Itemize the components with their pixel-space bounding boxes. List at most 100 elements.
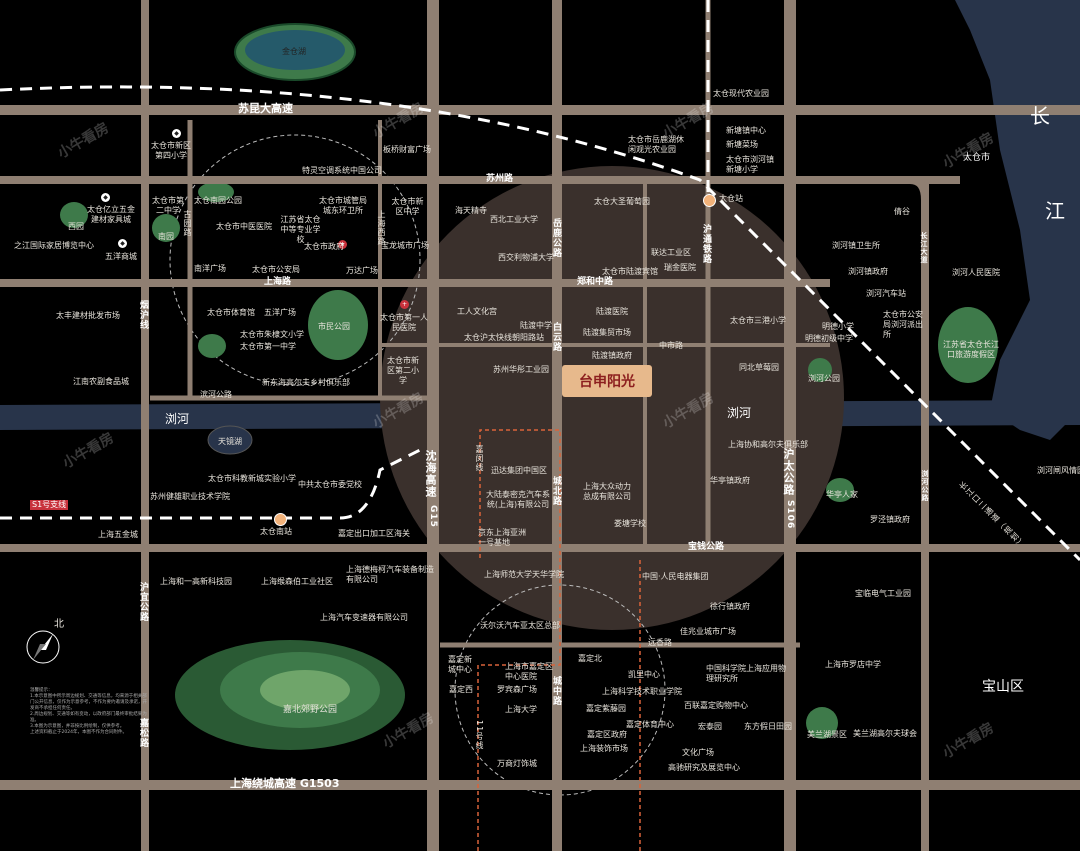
jiasong-rd-label: 嘉松路 [138,718,148,748]
xuxing-label: 徐行镇政府 [710,602,750,611]
jiabei-park-inner [260,670,350,710]
louyang-label: 娄塘学校 [614,519,646,528]
liuhe-river-label-east: 浏河 [727,406,752,420]
baiyun-rd-label: 白云路 [551,322,561,352]
yanhu-rd-label: 烟沪线 [138,300,148,330]
liuhe-park [808,358,832,382]
shifan-label: 上海师范大学天华学院 [484,570,564,579]
guyuan-rd-label: 古园路 [183,210,192,237]
telin-label: 特灵空调系统中国公司 [302,166,382,175]
xian-label: 太仓市岳鹿湖休闲观光农业园 [628,135,684,154]
compass-icon [26,630,60,664]
ludu-gov-label: 陆渡镇政府 [592,351,632,360]
wanshang-label: 万商灯饰城 [497,759,537,768]
dalian-label: 大陆泰密克汽车系统(上海)有限公司 [486,490,550,509]
liuhe-river-label-west: 浏河 [165,412,190,426]
dongfang-label: 东方假日田园 [744,722,792,731]
liuhe-hr-label: 浏河镇卫生所 [832,241,880,250]
jiading-gov-label: 嘉定区政府 [587,730,627,739]
shanghai-univ-label: 上海大学 [505,705,537,714]
changjiang-label-1: 长 [1030,104,1050,128]
luodian-label: 上海市罗店中学 [825,660,881,669]
mingde-label: 明德小学 [822,322,854,331]
xiyuan-park [60,202,88,228]
xintang-center-label: 新塘镇中心 [726,126,766,135]
huatuo-label: 苏州华彤工业园 [493,365,549,374]
binhe-rd-label: 滨河公路 [200,390,232,399]
taicang-district-label: 太仓市 [963,153,991,163]
shanghai-west-rd-label: 上海西路 [377,210,386,246]
jiaoyu-label: 太仓市科教新城实验小学 [208,474,296,483]
police-label: 太仓市公安局 [252,265,300,274]
taicang-gov-label: 太仓市政府 [304,242,344,251]
gaochi-label: 高驰研究及展览中心 [668,763,740,772]
ludu-hospital-label: 陆渡医院 [596,307,628,316]
project-name: 台申阳光 [579,374,635,390]
luobin-label: 罗宾森广场 [497,685,537,694]
tianjing-lake-label: 天镜湖 [218,437,242,446]
jiading-sports-label: 嘉定体育中心 [626,720,674,729]
g15-label: G15 [428,505,438,528]
jiading-line-label: 嘉闵线 [475,445,484,472]
ludu-market-label: 陆渡集贸市场 [583,328,631,337]
luojing-label: 罗泾镇政府 [870,515,910,524]
shanghai-yisen-label: 上海缑森伯工业社区 [261,577,333,586]
legend-notes: 温馨提示： 1.本示意图中所示周边规划、交通等信息，均来源于相关部门公开信息，仅… [30,688,147,735]
third-school-label: 太仓市三港小学 [730,316,786,325]
jiangnan-park-label: 江苏省太仓长江口旅游度假区 [943,340,999,359]
zhijiang-label: 之江国际家居博览中心 [14,241,94,250]
small-park [198,334,226,358]
xijiao-label: 西交利物浦大学 [498,253,554,262]
metro-lines [477,429,641,851]
jingdong-label: 京东上海亚洲一号基地 [478,528,526,547]
meilan-lake-label: 美兰湖景区 [807,730,847,739]
gongren-label: 工人文化宫 [457,307,497,316]
lianda-label: 联达工业区 [651,248,691,257]
jiangnan-park [938,307,998,383]
taicang-south-station-icon [274,513,287,526]
zhonggong-label: 中共太仓市委党校 [298,480,362,489]
lianjiang-rd-label: 远香路 [648,638,672,647]
wuyang-plaza-label: 五洋广场 [264,308,296,317]
taicang-station-icon [703,194,716,207]
meilan-golf-label: 美兰湖高尔夫球会 [853,729,917,738]
shimin-park [308,290,368,360]
jincang-lake-label: 金仓湖 [282,47,306,56]
liuhe-gov-label: 浏河镇政府 [848,267,888,276]
jiading-hospital-label: 上海市嘉定区中心医院 [505,662,553,681]
shanghai-dema-label: 上海德梅柯汽车装备制造有限公司 [346,565,434,584]
taicang-south-station-label: 太仓南站 [260,527,292,536]
luyuan-label: 太仓市陆渡宾馆 [602,267,658,276]
haitian-label: 海天精寺 [455,206,487,215]
shimin-park-label: 市民公园 [318,322,350,331]
zhongshi-rd-label: 中市路 [659,341,683,350]
jiading-center-label: 嘉定新城中心 [448,655,472,674]
zhijiang-icon: ◆ [118,239,127,248]
xiyuan-label: 西园 [68,222,84,231]
jiabei-park-label: 嘉北郊野公园 [283,705,338,715]
liuhe-bus-label: 浏河汽车站 [866,289,906,298]
jincang-lake-water [245,30,345,70]
nanyuan-label: 南园 [158,232,174,241]
railways [0,0,1080,562]
shanghai-rd-label: 上海路 [264,277,292,287]
project-marker[interactable]: 台申阳光 [562,365,652,397]
volvo-label: 沃尔沃汽车亚太区总部 [480,621,560,630]
sukun-highway-label: 苏昆大高速 [238,102,293,115]
shenhai-highway-label: 沈海高速 [424,450,437,498]
taicang-nanyuan-park-label: 太仓南园公园 [194,196,242,205]
zijie-label: 嘉定紫藤园 [586,704,626,713]
xibei-label: 西北工业大学 [490,215,538,224]
changjiang-label-2: 江 [1045,199,1065,223]
liuhe-hospital-label: 浏河人民医院 [952,268,1000,277]
zhuangshi-label: 上海装饰市场 [580,744,628,753]
changjiang-ave-label: 长江大道 [920,232,928,264]
jiangnan-veg-label: 江南农副食品城 [73,377,129,386]
modern-agri-label: 太仓现代农业园 [713,89,769,98]
jiading-west-label: 嘉定西 [449,685,473,694]
dasheng-label: 太仓大圣葡萄园 [594,197,650,206]
hospital-icon: + [400,300,409,309]
